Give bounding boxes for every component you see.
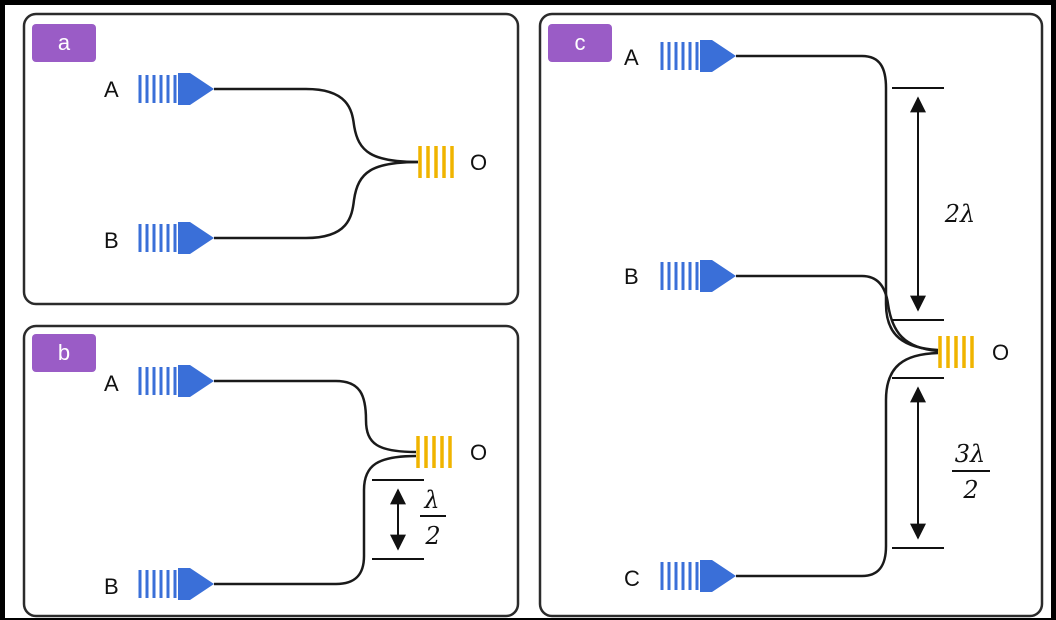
panel-c-port-c-label: C [624,566,640,591]
panel-a-tag-label: a [58,30,71,55]
panel-a-tag [32,24,96,62]
panel-b-port-a-label: A [104,371,119,396]
panel-a: a A B O [22,12,520,306]
panel-c-port-a-label: A [624,45,639,70]
panel-b-tag-label: b [58,340,70,365]
panel-a-port-b-label: B [104,228,119,253]
panel-b-waveguide-a [214,379,417,454]
panel-c-waveguide-c [736,351,939,578]
panel-c-port-b-label: B [624,264,639,289]
panel-c-port-o-label: O [992,340,1009,365]
panel-c-box [538,12,1044,618]
panel-b-tag [32,334,96,372]
panel-c-offset-lower-denominator: 2 [962,476,978,504]
panel-c-offset-upper: 2λ [944,200,975,228]
panel-c-tag-label: c [575,30,586,55]
panel-b-port-b-label: B [104,574,119,599]
panel-b-port-o-label: O [470,440,487,465]
panel-a-port-a-label: A [104,77,119,102]
panel-c-tag [548,24,612,62]
panel-b-box [22,324,520,618]
panel-b-waveguide-b [214,454,417,586]
panel-a-waveguide-b [214,160,419,240]
panel-a-waveguide-a [214,87,419,164]
panel-c: c A B C O 2λ 3λ 2 [538,12,1044,618]
panel-c-offset-lower-numerator: 3λ [955,440,985,468]
panel-c-waveguide-b [736,274,939,353]
panel-b-offset-numerator: λ [423,486,439,514]
panel-b-offset-denominator: 2 [424,522,440,550]
panel-a-port-o-label: O [470,150,487,175]
panel-b: b A B O λ 2 [22,324,520,618]
